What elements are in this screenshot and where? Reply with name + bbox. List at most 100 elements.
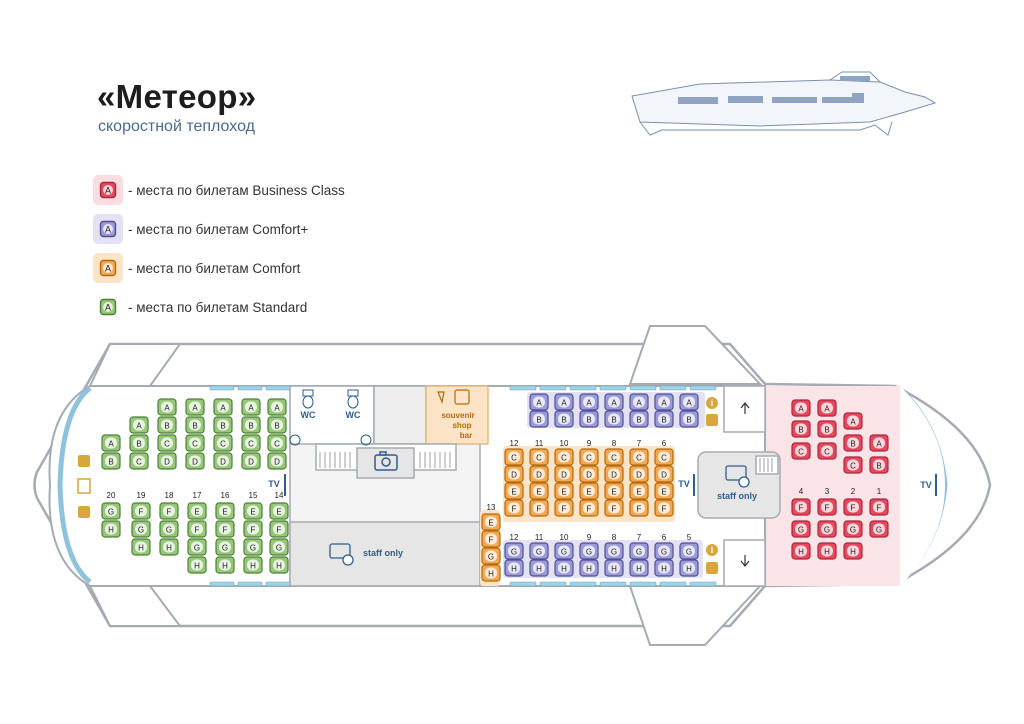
seat-comfort[interactable]: F [529,499,549,517]
seat-comfortplus[interactable]: G [529,542,549,560]
seat-standard[interactable]: A [267,398,287,416]
seat-business[interactable]: H [843,542,863,560]
seat-standard[interactable]: H [101,520,121,538]
seat-standard[interactable]: B [241,416,261,434]
seat-standard[interactable]: A [213,398,233,416]
seat-comfort[interactable]: E [554,482,574,500]
seat-standard[interactable]: E [243,502,263,520]
seat-comfortplus[interactable]: A [579,393,599,411]
seat-comfort[interactable]: C [629,448,649,466]
seat-comfort[interactable]: D [579,465,599,483]
seat-comfortplus[interactable]: G [629,542,649,560]
seat-business[interactable]: A [817,399,837,417]
seat-comfort[interactable]: D [529,465,549,483]
seat-business[interactable]: B [843,434,863,452]
seat-standard[interactable]: H [159,538,179,556]
seat-business[interactable]: A [869,434,889,452]
seat-standard[interactable]: E [187,502,207,520]
seat-comfort[interactable]: F [654,499,674,517]
seat-standard[interactable]: B [101,452,121,470]
seat-standard[interactable]: F [269,520,289,538]
seat-comfortplus[interactable]: A [604,393,624,411]
seat-standard[interactable]: G [101,502,121,520]
seat-comfortplus[interactable]: B [604,410,624,428]
seat-comfort[interactable]: D [604,465,624,483]
seat-standard[interactable]: A [129,416,149,434]
seat-standard[interactable]: G [131,520,151,538]
seat-standard[interactable]: A [101,434,121,452]
seat-comfortplus[interactable]: A [554,393,574,411]
seat-standard[interactable]: F [215,520,235,538]
seat-comfortplus[interactable]: B [529,410,549,428]
seat-standard[interactable]: B [185,416,205,434]
seat-standard[interactable]: D [185,452,205,470]
seat-comfortplus[interactable]: B [554,410,574,428]
seat-comfort[interactable]: C [579,448,599,466]
seat-standard[interactable]: H [187,556,207,574]
seat-comfort[interactable]: E [529,482,549,500]
seat-standard[interactable]: A [185,398,205,416]
seat-standard[interactable]: A [241,398,261,416]
seat-comfort[interactable]: E [604,482,624,500]
seat-comfort[interactable]: F [629,499,649,517]
seat-business[interactable]: F [843,498,863,516]
seat-comfortplus[interactable]: H [529,559,549,577]
seat-standard[interactable]: C [267,434,287,452]
seat-standard[interactable]: D [213,452,233,470]
seat-business[interactable]: G [843,520,863,538]
seat-business[interactable]: H [817,542,837,560]
seat-standard[interactable]: H [215,556,235,574]
seat-comfortplus[interactable]: B [629,410,649,428]
seat-standard[interactable]: F [243,520,263,538]
seat-standard[interactable]: B [213,416,233,434]
seat-standard[interactable]: G [187,538,207,556]
seat-standard[interactable]: G [243,538,263,556]
seat-standard[interactable]: D [267,452,287,470]
seat-standard[interactable]: G [215,538,235,556]
seat-business[interactable]: B [791,420,811,438]
seat-comfortplus[interactable]: H [554,559,574,577]
seat-comfortplus[interactable]: H [629,559,649,577]
seat-comfortplus[interactable]: A [679,393,699,411]
seat-business[interactable]: H [791,542,811,560]
seat-standard[interactable]: E [215,502,235,520]
seat-comfort[interactable]: C [504,448,524,466]
seat-standard[interactable]: D [157,452,177,470]
seat-comfortplus[interactable]: H [504,559,524,577]
seat-comfortplus[interactable]: H [654,559,674,577]
seat-standard[interactable]: F [187,520,207,538]
seat-standard[interactable]: C [213,434,233,452]
seat-comfort[interactable]: G [481,547,501,565]
seat-standard[interactable]: G [159,520,179,538]
seat-business[interactable]: C [843,456,863,474]
seat-comfort[interactable]: F [554,499,574,517]
seat-standard[interactable]: C [241,434,261,452]
seat-comfortplus[interactable]: G [604,542,624,560]
seat-business[interactable]: A [843,412,863,430]
seat-standard[interactable]: B [157,416,177,434]
seat-comfortplus[interactable]: H [679,559,699,577]
seat-comfortplus[interactable]: G [579,542,599,560]
seat-standard[interactable]: H [269,556,289,574]
seat-business[interactable]: F [869,498,889,516]
seat-standard[interactable]: B [129,434,149,452]
seat-standard[interactable]: H [243,556,263,574]
seat-comfort[interactable]: E [654,482,674,500]
seat-business[interactable]: F [791,498,811,516]
seat-comfort[interactable]: F [604,499,624,517]
seat-business[interactable]: C [817,442,837,460]
seat-standard[interactable]: C [129,452,149,470]
seat-business[interactable]: A [791,399,811,417]
seat-comfort[interactable]: F [481,530,501,548]
seat-standard[interactable]: B [267,416,287,434]
seat-comfortplus[interactable]: B [579,410,599,428]
seat-comfort[interactable]: D [629,465,649,483]
seat-comfort[interactable]: E [481,513,501,531]
seat-business[interactable]: G [791,520,811,538]
seat-comfort[interactable]: F [579,499,599,517]
seat-comfort[interactable]: H [481,564,501,582]
seat-business[interactable]: G [817,520,837,538]
seat-comfort[interactable]: E [579,482,599,500]
seat-standard[interactable]: F [131,502,151,520]
seat-comfortplus[interactable]: A [654,393,674,411]
